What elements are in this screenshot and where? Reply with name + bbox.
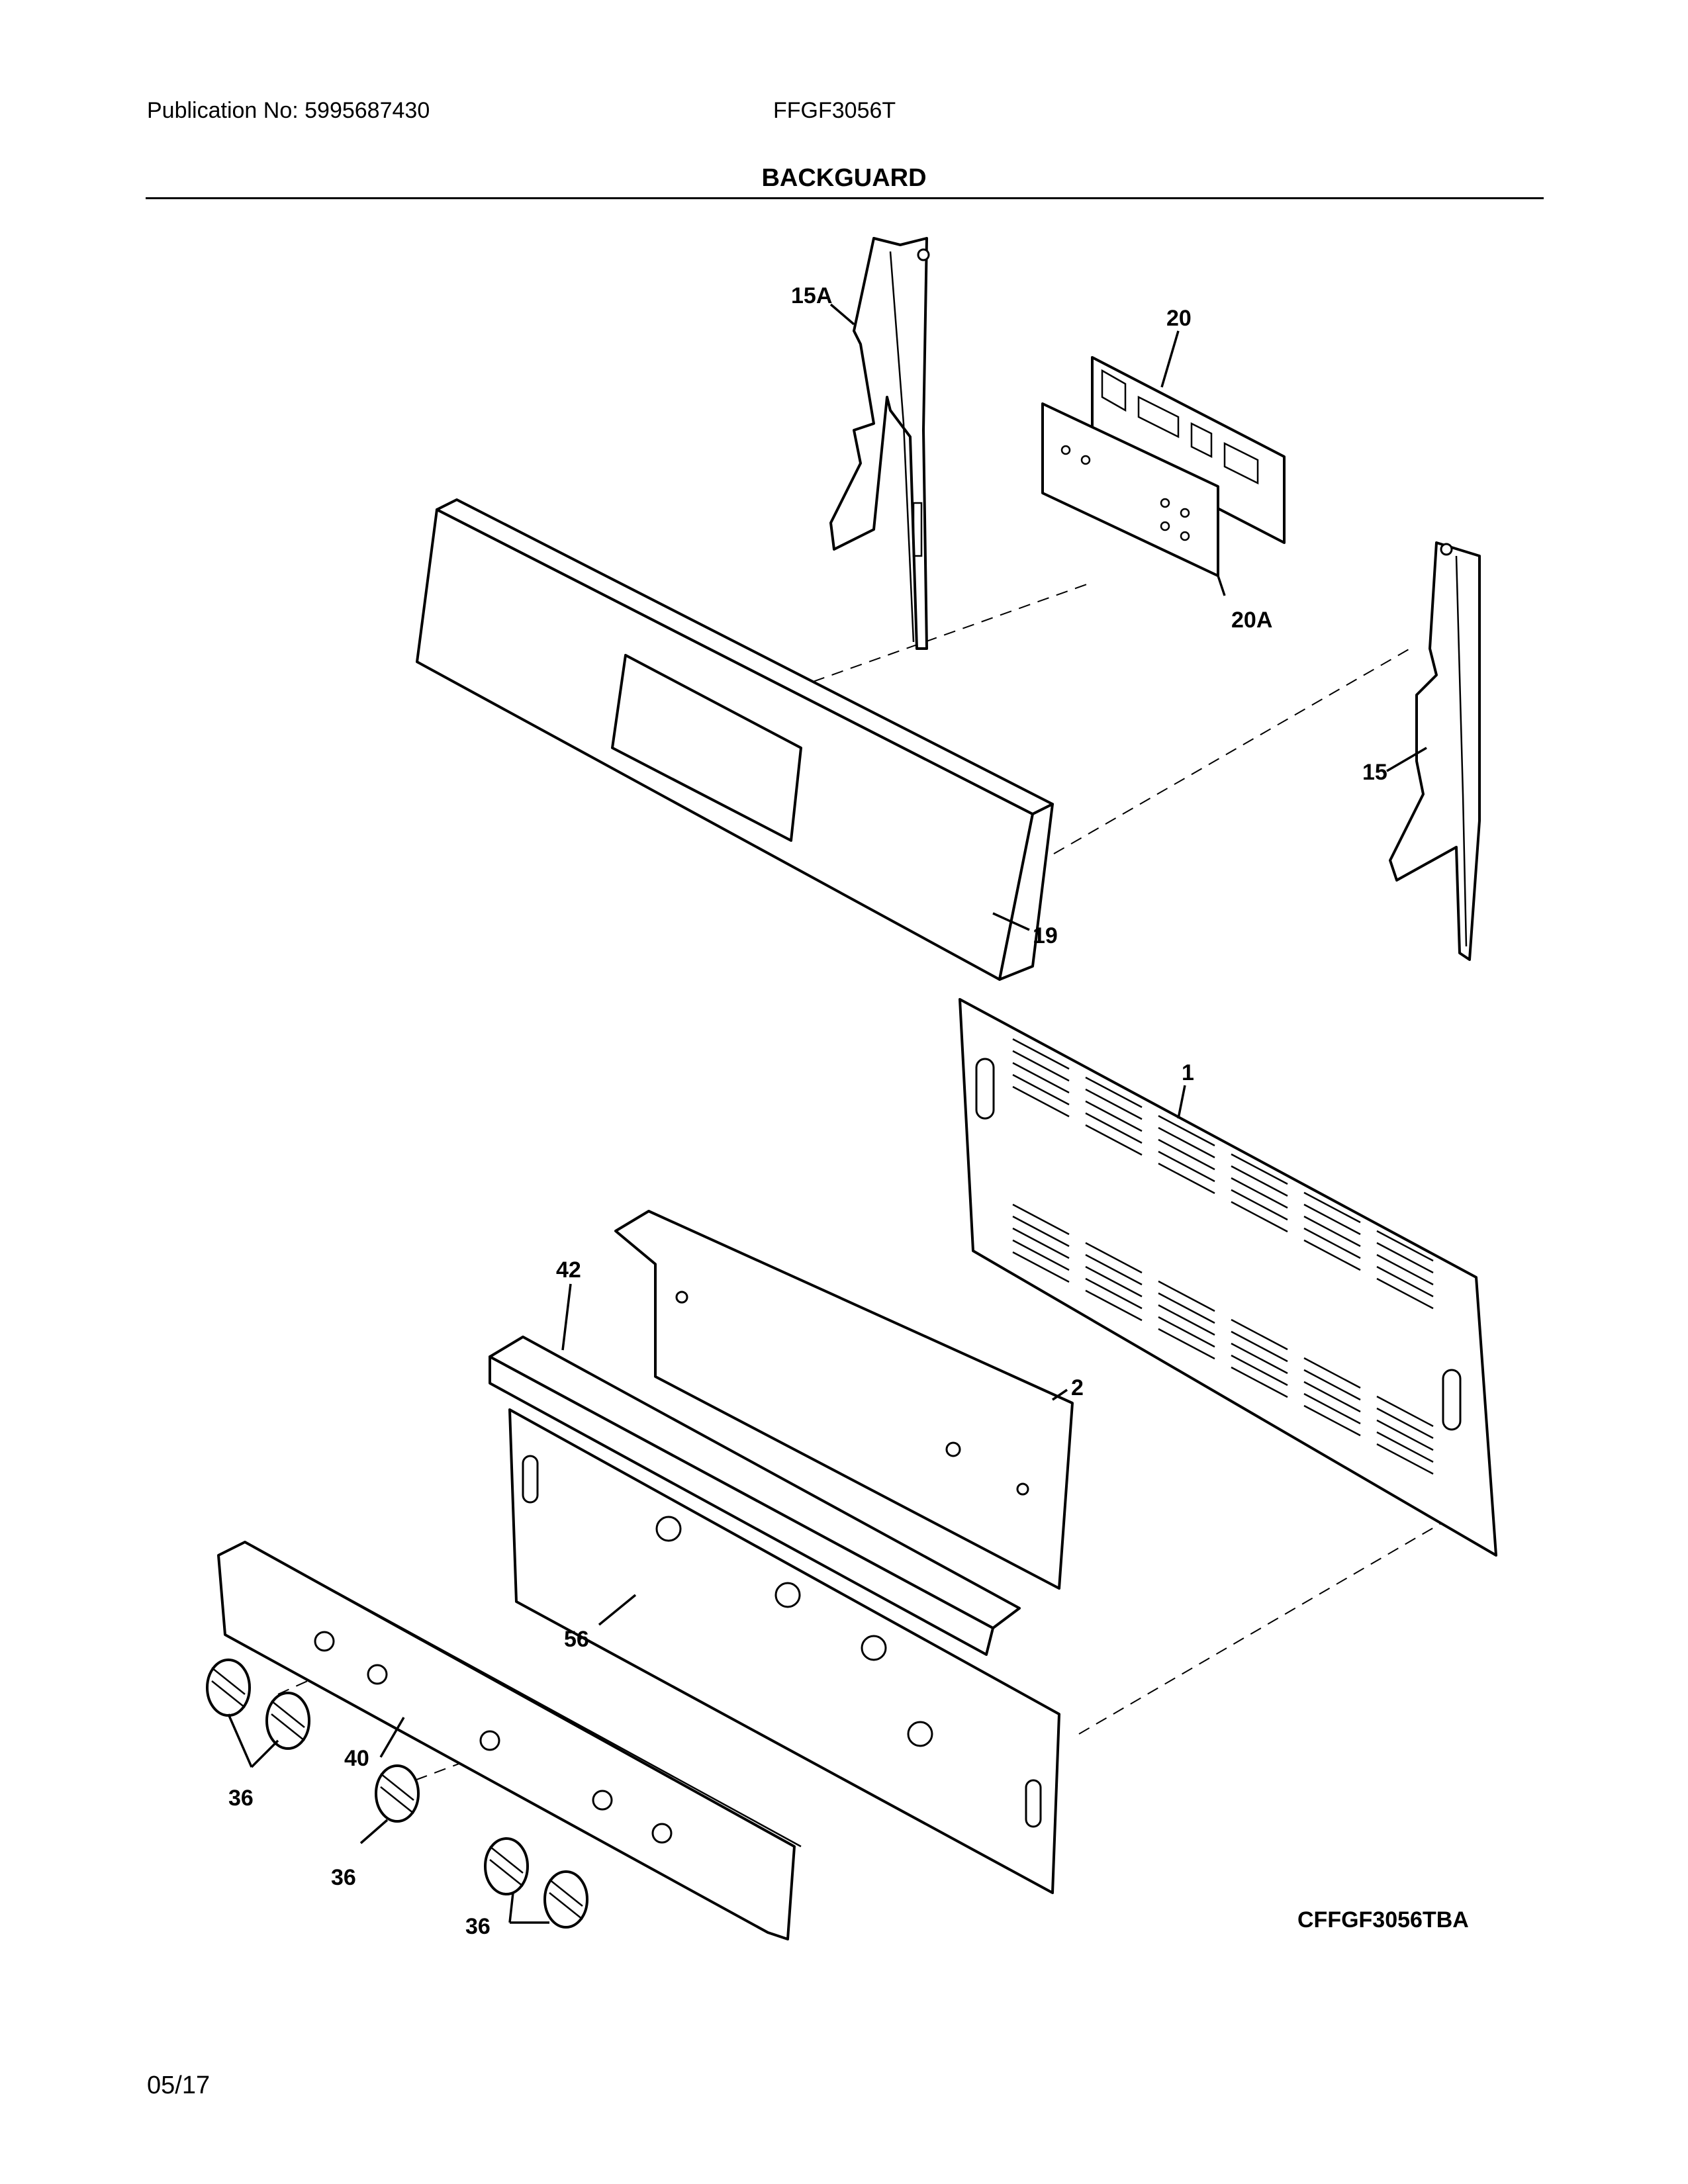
vent-louver — [1158, 1162, 1215, 1195]
vent-louver — [1085, 1100, 1143, 1132]
label-36-1: 36 — [228, 1786, 254, 1811]
part-15a-bracket — [829, 237, 930, 650]
page-title: BACKGUARD — [761, 164, 927, 192]
vent-louver — [1376, 1277, 1434, 1310]
part-2-panel — [614, 1210, 1074, 1590]
vent-louver — [1012, 1239, 1070, 1271]
label-2: 2 — [1071, 1375, 1084, 1400]
label-36-3: 36 — [465, 1914, 491, 1939]
vent-louver — [1376, 1395, 1434, 1428]
part-36-knobs — [206, 1659, 588, 1929]
vent-louver — [1158, 1150, 1215, 1183]
vent-louver — [1231, 1165, 1288, 1197]
vent-louver — [1303, 1369, 1361, 1401]
vent-louver — [1303, 1239, 1361, 1271]
vent-louver — [1376, 1253, 1434, 1286]
part-20-control-board — [1091, 356, 1286, 544]
vent-louver — [1158, 1126, 1215, 1159]
vent-louver — [1085, 1112, 1143, 1144]
vent-louver — [1303, 1191, 1361, 1224]
vent-louver — [1158, 1280, 1215, 1312]
label-42: 42 — [556, 1257, 581, 1283]
vent-louver — [1231, 1318, 1288, 1351]
part-40-manifold-cover — [217, 1541, 802, 1940]
vent-louver — [1158, 1115, 1215, 1147]
vent-louver — [1303, 1381, 1361, 1413]
label-40: 40 — [344, 1746, 369, 1771]
vent-louver — [1303, 1404, 1361, 1437]
vent-louver — [1231, 1177, 1288, 1209]
model-number: FFGF3056T — [773, 98, 896, 123]
header-rule — [146, 197, 1544, 199]
knob-4 — [484, 1837, 529, 1895]
vent-louver — [1085, 1265, 1143, 1298]
label-19: 19 — [1033, 923, 1058, 948]
vent-louver — [1231, 1366, 1288, 1398]
label-1: 1 — [1182, 1060, 1194, 1085]
vent-louver — [1012, 1227, 1070, 1259]
label-56: 56 — [564, 1627, 589, 1652]
label-20a: 20A — [1231, 608, 1272, 633]
vent-louver — [1231, 1342, 1288, 1375]
vent-louver — [1012, 1085, 1070, 1118]
vent-louver — [1376, 1431, 1434, 1463]
vent-louver — [1376, 1242, 1434, 1274]
vent-louver — [1012, 1215, 1070, 1248]
vent-louver — [1158, 1292, 1215, 1324]
knob-1 — [206, 1659, 251, 1717]
vent-louver — [1012, 1251, 1070, 1283]
vent-louver — [1012, 1062, 1070, 1094]
vent-louver — [1231, 1153, 1288, 1185]
vent-louver — [1085, 1242, 1143, 1274]
vent-louver — [1376, 1443, 1434, 1475]
knob-2 — [265, 1692, 310, 1750]
vent-louver — [1158, 1304, 1215, 1336]
vent-louver — [1231, 1189, 1288, 1221]
vent-louver — [1012, 1203, 1070, 1236]
label-15: 15 — [1362, 760, 1387, 785]
label-15a: 15A — [791, 283, 832, 308]
vent-louver — [1231, 1201, 1288, 1233]
vent-louver — [1303, 1357, 1361, 1389]
vent-louver — [1376, 1265, 1434, 1298]
part-15-bracket — [1389, 541, 1481, 961]
part-1-rear-panel — [959, 998, 1497, 1557]
vent-louver — [1303, 1215, 1361, 1248]
vent-louver — [1376, 1230, 1434, 1262]
vent-louver — [1158, 1328, 1215, 1360]
part-56-manifold-panel — [508, 1408, 1060, 1894]
vent-louver — [1303, 1227, 1361, 1259]
vent-louver — [1231, 1330, 1288, 1363]
part-labels: 15A 20 20A 15 19 1 42 2 56 40 36 36 36 — [228, 283, 1387, 1939]
publication-date: 05/17 — [147, 2071, 211, 2099]
vent-louver — [1012, 1038, 1070, 1070]
vent-louver — [1085, 1277, 1143, 1310]
vent-louver — [1158, 1316, 1215, 1348]
vent-louver — [1158, 1138, 1215, 1171]
vent-louver — [1085, 1124, 1143, 1156]
label-36-2: 36 — [331, 1865, 356, 1890]
part-42-channel — [489, 1336, 1021, 1656]
vent-louver — [1012, 1050, 1070, 1082]
knob-3 — [375, 1764, 420, 1823]
drawing-id: CFFGF3056TBA — [1297, 1907, 1469, 1933]
vent-louver — [1231, 1354, 1288, 1387]
vent-louver — [1085, 1088, 1143, 1120]
vent-louver — [1085, 1253, 1143, 1286]
vent-louver — [1303, 1203, 1361, 1236]
vent-louver — [1085, 1289, 1143, 1322]
vent-louver — [1376, 1407, 1434, 1439]
vent-louver — [1085, 1076, 1143, 1109]
vent-louver — [1376, 1419, 1434, 1451]
publication-number: Publication No: 5995687430 — [147, 98, 430, 123]
part-19-backguard-panel — [416, 498, 1054, 981]
leader-lines — [227, 303, 1427, 1924]
vent-louver — [1012, 1073, 1070, 1106]
knob-5 — [543, 1870, 588, 1929]
label-20: 20 — [1166, 306, 1192, 331]
vent-louver — [1303, 1392, 1361, 1425]
